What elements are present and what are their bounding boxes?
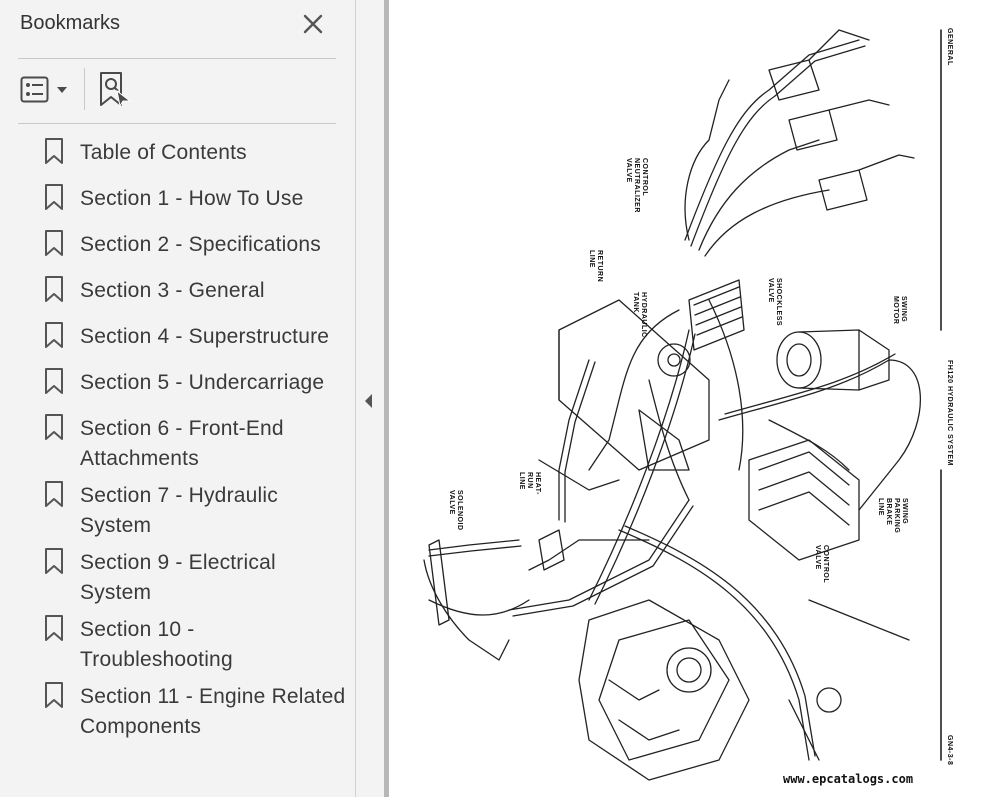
bookmark-label: Section 5 - Undercarriage (80, 371, 325, 394)
bookmark-label: Section 4 - Superstructure (80, 325, 330, 348)
collapse-panel-button[interactable] (362, 390, 376, 412)
label-hydraulic-tank: HYDRAULIC TANK (632, 292, 647, 338)
label-return-line: RETURN LINE (588, 250, 603, 283)
find-bookmark-icon (100, 72, 132, 108)
bookmark-label: Section 6 - Front-End Attachments (80, 417, 284, 470)
bookmark-item[interactable]: Section 4 - Superstructure (0, 314, 356, 360)
find-bookmark-button[interactable] (96, 70, 136, 110)
bookmark-item[interactable]: Section 2 - Specifications (0, 222, 356, 268)
system-title: FH120 HYDRAULIC SYSTEM (946, 360, 953, 466)
bookmark-icon (45, 230, 63, 256)
bookmark-item[interactable]: Section 7 - Hydraulic System (0, 473, 356, 540)
label-swing-parking-brake-line: SWING PARKING BRAKE LINE (877, 498, 908, 534)
bookmark-icon (45, 682, 63, 708)
bookmark-label: Section 11 - Engine Related Components (80, 685, 346, 738)
document-page[interactable]: GENERAL FH120 HYDRAULIC SYSTEM GN4-3-8 C… (389, 0, 997, 797)
list-options-icon (20, 76, 67, 103)
bookmark-item[interactable]: Section 5 - Undercarriage (0, 360, 356, 406)
bookmark-icon (45, 138, 63, 164)
close-button[interactable] (300, 11, 326, 37)
bookmark-label: Section 3 - General (80, 279, 265, 302)
label-control-neutralizer-valve: CONTROL NEUTRALIZER VALVE (625, 158, 648, 213)
bookmark-icon (45, 414, 63, 440)
chevron-left-icon (365, 394, 372, 408)
bookmark-item[interactable]: Section 10 - Troubleshooting (0, 607, 356, 674)
label-solenoid-valve: SOLENOID VALVE (448, 490, 463, 531)
label-control-valve: CONTROL VALVE (814, 545, 829, 584)
bookmark-icon (45, 322, 63, 348)
bookmark-label: Section 1 - How To Use (80, 187, 304, 210)
hydraulic-system-diagram (423, 29, 942, 781)
panel-title: Bookmarks (20, 12, 121, 34)
bookmark-item[interactable]: Section 1 - How To Use (0, 176, 356, 222)
bookmark-options-button[interactable] (20, 74, 72, 106)
bookmark-icon (45, 481, 63, 507)
bookmark-icon (45, 276, 63, 302)
bookmark-item[interactable]: Table of Contents (0, 130, 356, 176)
bookmark-label: Section 2 - Specifications (80, 233, 321, 256)
page-header-label: GENERAL (946, 28, 953, 66)
label-shockless-valve: SHOCKLESS VALVE (767, 278, 782, 327)
bookmarks-panel: Bookmarks Table of Contents (0, 0, 356, 797)
toolbar-divider (84, 68, 85, 110)
bookmark-label: Section 7 - Hydraulic System (80, 484, 278, 537)
bookmark-label: Table of Contents (80, 141, 247, 164)
label-heat-run-line: HEAT- RUN LINE (518, 472, 541, 495)
bookmark-icon (45, 184, 63, 210)
bookmark-item[interactable]: Section 9 - Electrical System (0, 540, 356, 607)
bookmark-item[interactable]: Section 3 - General (0, 268, 356, 314)
bookmark-icon (45, 615, 63, 641)
label-swing-motor: SWING MOTOR (892, 296, 907, 325)
bookmark-item[interactable]: Section 6 - Front-End Attachments (0, 406, 356, 473)
bookmark-label: Section 9 - Electrical System (80, 551, 276, 604)
bookmark-label: Section 10 - Troubleshooting (80, 618, 233, 671)
splitter-bar[interactable] (384, 0, 389, 797)
figure-code: GN4-3-8 (946, 735, 953, 766)
toolbar-bottom-divider (18, 123, 336, 124)
close-icon (303, 14, 323, 34)
bookmark-item[interactable]: Section 11 - Engine Related Components (0, 674, 356, 741)
bookmark-icon (45, 548, 63, 574)
title-divider (18, 58, 336, 59)
bookmark-icon (45, 368, 63, 394)
watermark-text: www.epcatalogs.com (783, 772, 914, 786)
